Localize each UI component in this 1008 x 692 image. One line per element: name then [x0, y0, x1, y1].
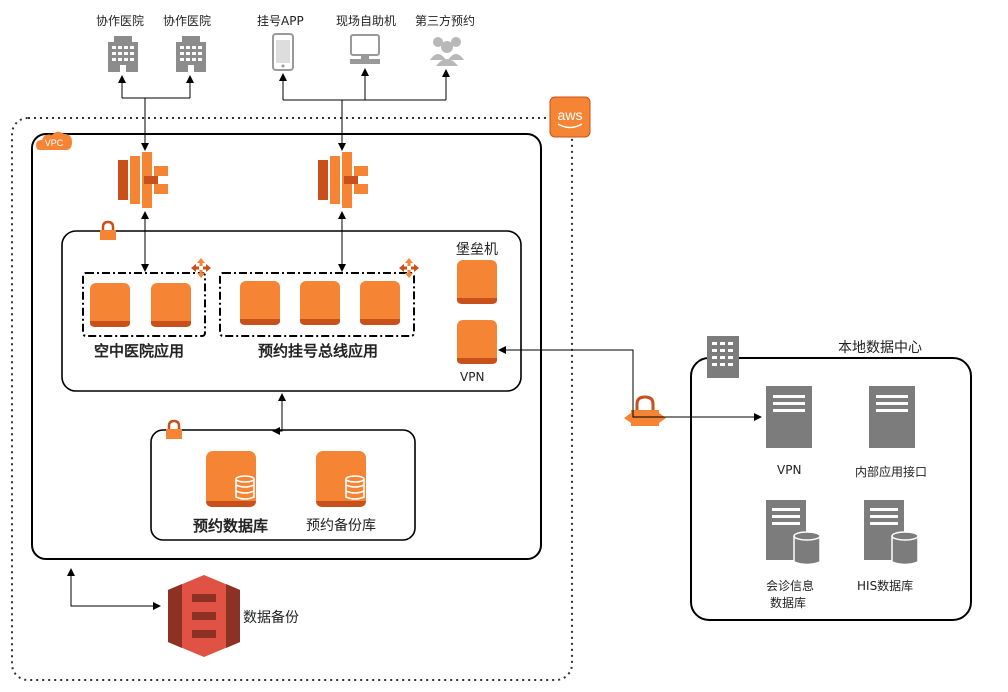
- air-hospital-app-label: 空中医院应用: [94, 342, 185, 360]
- bastion-instance-icon: [457, 260, 497, 304]
- booking-db-label: 预约数据库: [193, 517, 269, 535]
- users-group-icon: [430, 37, 464, 66]
- datacenter-title: 本地数据中心: [838, 340, 922, 356]
- ec2-instance-icon: [151, 283, 191, 327]
- vpn-instance-icon: [457, 320, 497, 364]
- internal-api-label: 内部应用接口: [855, 465, 928, 479]
- local-datacenter-boundary: [690, 357, 972, 621]
- kiosk-label: 现场自助机: [336, 14, 397, 28]
- booking-bus-scaling-group: [219, 272, 415, 337]
- rds-database-icon: [315, 450, 367, 508]
- public-subnet-boundary: [61, 230, 522, 392]
- connector-line: [67, 568, 161, 610]
- auto-scaling-icon: [191, 258, 211, 278]
- s3-bucket-icon: [168, 575, 240, 657]
- connector-line: [498, 346, 762, 421]
- elastic-load-balancer-icon: [118, 152, 168, 208]
- vpn-instance-label: VPN: [460, 370, 485, 384]
- booking-bus-app-label: 预约挂号总线应用: [258, 342, 379, 360]
- booking-backup-db-label: 预约备份库: [306, 518, 376, 534]
- database-server-icon: [765, 499, 821, 566]
- office-building-icon: [108, 36, 138, 72]
- server-icon: [869, 386, 915, 448]
- dc-vpn-label: VPN: [777, 463, 802, 477]
- vpc-cloud-icon: VPC: [36, 131, 72, 150]
- his-db-label: HIS数据库: [857, 579, 914, 593]
- connectors: [67, 68, 762, 610]
- padlock-icon: [164, 419, 184, 441]
- coop-hospital-1-label: 协作医院: [96, 14, 145, 28]
- auto-scaling-icon: [399, 258, 419, 278]
- vpn-gateway-icon: [624, 395, 666, 426]
- aws-logo: aws: [549, 96, 591, 138]
- vpc-badge-text: VPC: [45, 138, 64, 148]
- ec2-instance-icon: [240, 281, 280, 325]
- booking-app-label: 挂号APP: [257, 14, 304, 28]
- mobile-phone-icon: [272, 33, 294, 71]
- coop-hospital-2-label: 协作医院: [163, 14, 212, 28]
- corporate-datacenter-icon: [707, 336, 739, 378]
- ec2-instance-icon: [360, 281, 400, 325]
- aws-cloud-boundary: [11, 117, 573, 681]
- desktop-computer-icon: [350, 34, 380, 64]
- bastion-label: 堡垒机: [456, 242, 498, 258]
- rds-database-icon: [205, 450, 257, 508]
- consult-db-label-line2: 数据库: [770, 596, 807, 610]
- consult-db-label-line1: 会诊信息: [766, 579, 815, 593]
- data-backup-label: 数据备份: [243, 610, 299, 626]
- database-server-icon: [863, 499, 919, 566]
- air-hospital-scaling-group: [82, 272, 206, 337]
- ec2-instance-icon: [90, 283, 130, 327]
- aws-badge-text: aws: [558, 107, 583, 123]
- elastic-load-balancer-icon: [318, 152, 368, 208]
- ec2-instance-icon: [300, 281, 340, 325]
- third-party-label: 第三方预约: [415, 14, 476, 28]
- padlock-icon: [98, 220, 118, 242]
- office-building-icon: [176, 36, 206, 72]
- vpn-server-icon: [766, 386, 812, 448]
- connector-line: [272, 393, 286, 435]
